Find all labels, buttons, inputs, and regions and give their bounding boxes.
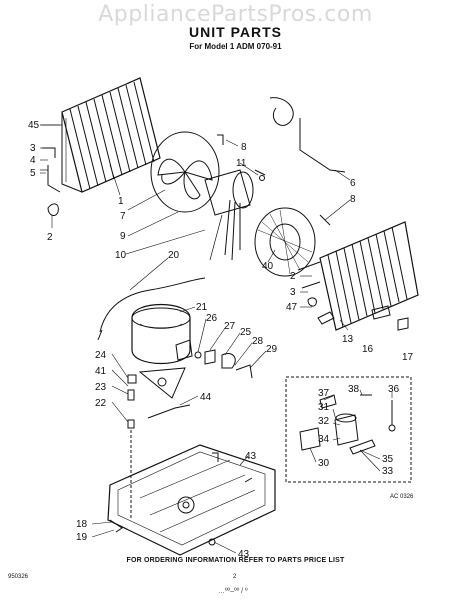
- tube-44: [147, 404, 191, 419]
- callout-labels: 45 3 4 5 2 1 7 9 10 8 11 6 8 40 20 2 3 4…: [28, 120, 414, 560]
- callout-22: 22: [95, 398, 107, 409]
- model-subtitle: For Model 1 ADM 070-91: [189, 42, 282, 51]
- callout-11: 11: [236, 158, 247, 169]
- ordering-footer: FOR ORDERING INFORMATION REFER TO PARTS …: [126, 557, 345, 564]
- condenser-coil: [61, 77, 161, 193]
- callout-29: 29: [266, 344, 278, 355]
- callout-23: 23: [95, 382, 107, 393]
- callout-3b: 3: [290, 287, 296, 298]
- callout-31: 31: [318, 402, 330, 413]
- document-code: 950326: [8, 574, 29, 580]
- callout-8b: 8: [350, 194, 356, 205]
- leader-lines: [40, 124, 393, 554]
- page-number: 2: [233, 574, 237, 580]
- callout-28: 28: [252, 336, 264, 347]
- fan-blade: [150, 131, 220, 213]
- callout-36: 36: [388, 384, 400, 395]
- callout-43b: 43: [238, 549, 250, 560]
- callout-18: 18: [76, 519, 88, 530]
- diagram-ref-code: AC 0326: [390, 494, 414, 500]
- callout-27: 27: [224, 321, 236, 332]
- callout-40: 40: [262, 261, 274, 272]
- callout-37: 37: [318, 388, 330, 399]
- callout-41: 41: [95, 366, 107, 377]
- callout-25: 25: [240, 327, 252, 338]
- bottom-code: …ºº–ºº / º: [218, 588, 248, 595]
- callout-20: 20: [168, 250, 180, 261]
- callout-33: 33: [382, 466, 394, 477]
- callout-4: 4: [30, 155, 36, 166]
- callout-38: 38: [348, 384, 360, 395]
- callout-6: 6: [350, 178, 356, 189]
- electrical-parts: [299, 394, 396, 455]
- callout-30: 30: [318, 458, 330, 469]
- callout-5: 5: [30, 168, 36, 179]
- callout-7: 7: [120, 211, 126, 222]
- callout-21: 21: [196, 302, 208, 313]
- callout-19: 19: [76, 532, 88, 543]
- fan-motor: [204, 169, 254, 261]
- callout-32: 32: [318, 416, 330, 427]
- capillary-tube: [269, 97, 346, 226]
- callout-2b: 2: [290, 271, 296, 282]
- compressor: [131, 303, 193, 365]
- electrical-parts-box: [285, 376, 412, 483]
- callout-35: 35: [382, 454, 394, 465]
- left-brackets: [40, 124, 62, 216]
- callout-13: 13: [342, 334, 354, 345]
- callout-8: 8: [241, 142, 247, 153]
- callout-17: 17: [402, 352, 414, 363]
- callout-44: 44: [200, 392, 212, 403]
- callout-34: 34: [318, 434, 330, 445]
- compressor-mount: [127, 367, 186, 520]
- wire-harness: [97, 277, 206, 341]
- callout-9: 9: [120, 231, 126, 242]
- callout-47: 47: [286, 302, 298, 313]
- callout-16: 16: [362, 344, 374, 355]
- callout-24: 24: [95, 350, 107, 361]
- thermostat-parts: [371, 305, 409, 331]
- evaporator-coil: [297, 221, 419, 331]
- callout-26: 26: [206, 313, 218, 324]
- callout-3: 3: [30, 143, 36, 154]
- base-pan: [107, 444, 276, 556]
- motor-mount: [217, 134, 266, 181]
- blower-wheel: [254, 207, 316, 277]
- callout-45: 45: [28, 120, 40, 131]
- callout-2: 2: [47, 232, 53, 243]
- callout-43: 43: [245, 451, 257, 462]
- callout-1: 1: [118, 196, 124, 207]
- callout-10: 10: [115, 250, 127, 261]
- watermark: AppliancePartsPros.com: [98, 2, 373, 27]
- page-title: UNIT PARTS: [189, 24, 282, 40]
